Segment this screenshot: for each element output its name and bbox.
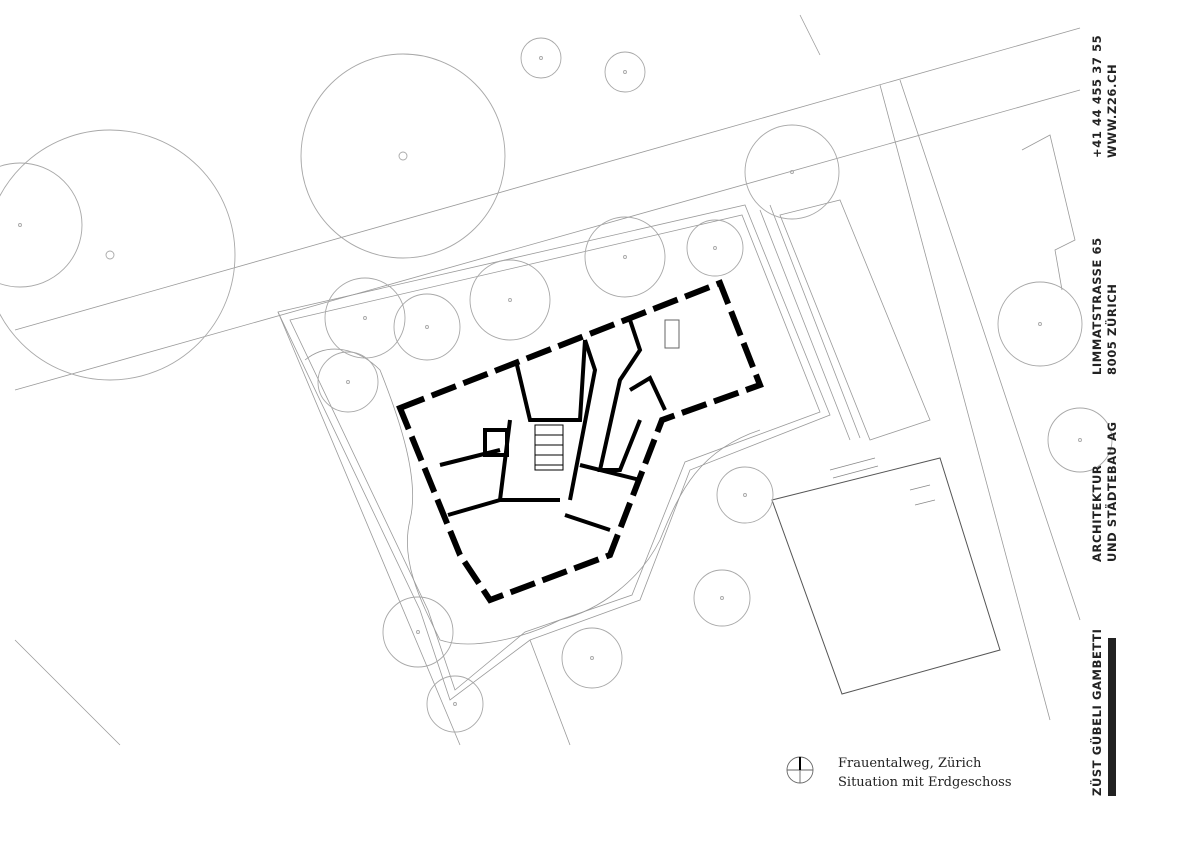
tree-trunk [713, 246, 717, 250]
tree-trunk [18, 223, 22, 227]
tree-trunk [425, 325, 429, 329]
firm-subtitle-2: UND STÄDTEBAU AG [1104, 422, 1119, 563]
tree-canopy [744, 124, 840, 220]
tree-canopy [584, 216, 666, 298]
firm-web: WWW.Z26.CH [1105, 64, 1119, 158]
neighbour-buildings [771, 134, 1076, 695]
tree-canopy [561, 627, 623, 689]
tree-trunk [623, 70, 627, 74]
tree-trunk [590, 656, 594, 660]
caption-location: Frauentalweg, Zürich [838, 756, 982, 771]
caption-drawing-title: Situation mit Erdgeschoss [838, 775, 1012, 790]
tree-trunk [720, 596, 724, 600]
tree-canopy [0, 162, 83, 288]
tree-trunk [346, 380, 350, 384]
tree-canopy [0, 129, 236, 381]
tree-canopy [393, 293, 461, 361]
tree-trunk [453, 702, 457, 706]
tree-canopy [469, 259, 551, 341]
tree-canopy [1047, 407, 1113, 473]
building-ground-floor [396, 279, 764, 604]
tree-trunk [623, 255, 627, 259]
tree-trunk [416, 630, 420, 634]
tree-canopy [716, 466, 774, 524]
tree-canopy [382, 596, 454, 668]
tree-canopy [426, 675, 484, 733]
tree-trunk [790, 170, 794, 174]
tree-canopy [686, 219, 744, 277]
firm-title-block: ZÜST GÜBELI GAMBETTI ARCHITEKTUR UND STÄ… [1089, 35, 1119, 796]
north-arrow-icon [786, 756, 814, 784]
tree-trunk [363, 316, 367, 320]
tree-canopy [693, 569, 751, 627]
tree-trunk [539, 56, 543, 60]
firm-name: ZÜST GÜBELI GAMBETTI [1089, 629, 1104, 796]
firm-city: 8005 ZÜRICH [1104, 284, 1119, 376]
tree-canopy [604, 51, 646, 93]
tree-canopy [997, 281, 1083, 367]
tree-canopy [300, 53, 506, 259]
tree-canopy [317, 351, 379, 413]
tree-trunk [508, 298, 512, 302]
firm-phone: +41 44 455 37 55 [1090, 35, 1104, 158]
lot-boundary [277, 204, 861, 701]
tree-trunk [743, 493, 747, 497]
firm-bar [1108, 638, 1116, 796]
tree-trunk [105, 250, 115, 260]
firm-street: LIMMATSTRASSE 65 [1090, 237, 1104, 375]
tree-trunk [1078, 438, 1082, 442]
tree-canopy [520, 37, 562, 79]
tree-trunk [398, 151, 408, 161]
street-lines [14, 14, 1081, 746]
tree-canopy [324, 277, 406, 359]
trees [0, 37, 1113, 733]
tree-trunk [1038, 322, 1042, 326]
firm-subtitle-1: ARCHITEKTUR [1090, 465, 1104, 562]
